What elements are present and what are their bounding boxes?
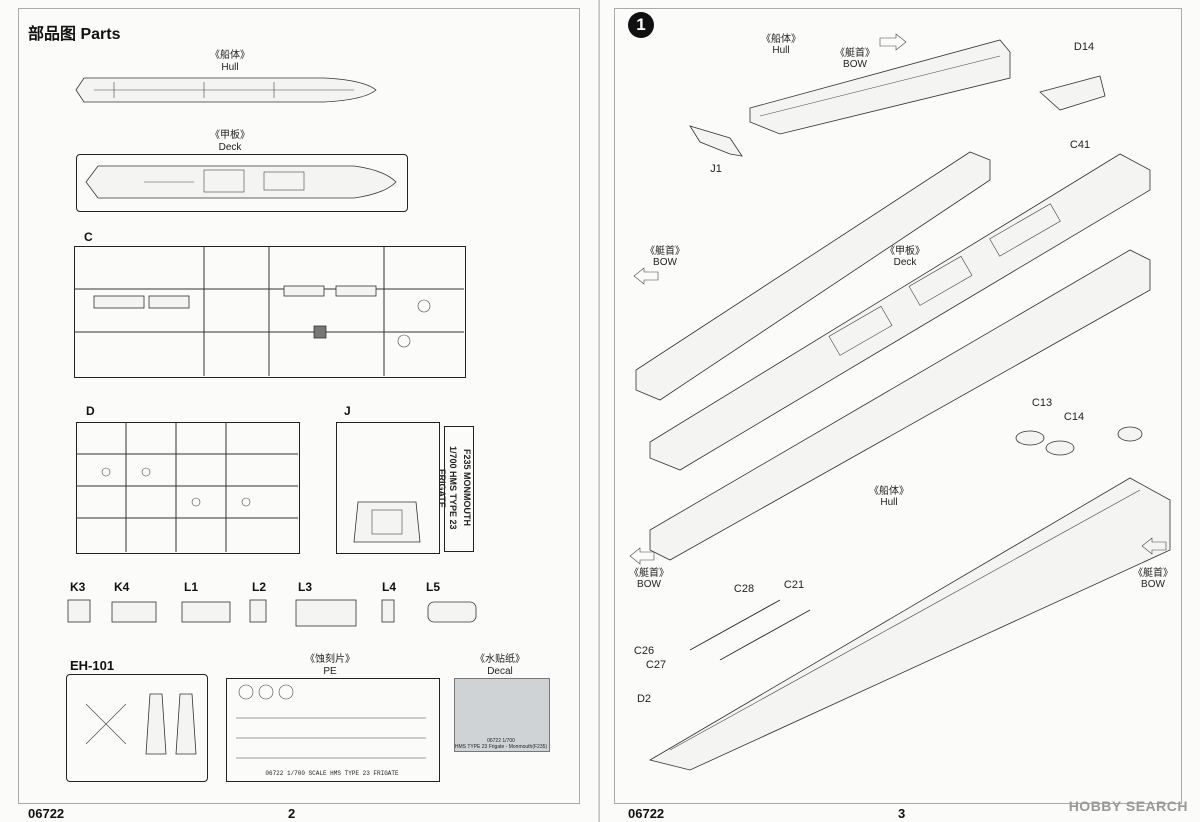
pe-fret-frame: [226, 678, 440, 782]
bow-label-cn-mid: 《艇首》: [645, 246, 685, 257]
deck-label-cn: 《甲板》: [210, 130, 250, 141]
sprue-c-frame: [74, 246, 466, 378]
part-c26-label: C26: [633, 645, 655, 657]
pe-label-cn: 《蚀刻片》: [305, 654, 355, 665]
bow-label-cn-top: 《艇首》: [835, 48, 875, 59]
small-parts-drawing: [67, 599, 477, 627]
deck-part-drawing: [85, 165, 397, 199]
deck-label-cn-right: 《甲板》: [885, 246, 925, 257]
sprue-j-drawing: [353, 501, 421, 543]
part-c14-label: C14: [1063, 411, 1085, 423]
hull-label-en-mid: Hull: [880, 497, 898, 508]
decal-caption-1: 06722 1/700: [487, 738, 515, 744]
bow-label-en-low: BOW: [637, 579, 661, 590]
deck-label-en-right: Deck: [893, 257, 917, 268]
sprue-d-frame: [76, 422, 300, 554]
product-label-line-1: 1/700 HMS TYPE 23 FRIGATE: [437, 446, 458, 530]
part-c13-label: C13: [1031, 397, 1053, 409]
eh101-sprue-frame: [66, 674, 208, 782]
hull-part-drawing: [75, 77, 377, 103]
bow-label-en-top: BOW: [843, 59, 867, 70]
part-j1-label: J1: [710, 163, 722, 175]
product-label-line-2: F235 MONMOUTH: [462, 449, 472, 527]
sprue-d-label: D: [86, 404, 95, 418]
part-l4-label: L4: [382, 580, 397, 594]
assembly-page: 1 《船体》 Hull 《艇首》 BOW D14 C41 J: [600, 0, 1200, 822]
hull-label-cn: 《船体》: [210, 50, 250, 61]
bow-label-cn-low: 《艇首》: [629, 568, 669, 579]
parts-title: 部品图 Parts: [28, 26, 121, 43]
decal-sheet: [454, 678, 550, 752]
pe-fret-drawing: [236, 684, 426, 759]
part-l3-label: L3: [298, 580, 313, 594]
page-number-right: 3: [898, 806, 906, 821]
sprue-j-frame: [336, 422, 440, 554]
parts-page: 部品图 Parts 《船体》 Hull 《甲板》 Deck C D J: [18, 8, 580, 821]
eh101-label: EH-101: [70, 658, 115, 673]
part-l5-label: L5: [426, 580, 441, 594]
part-d14-label: D14: [1073, 41, 1095, 53]
part-d2-label: D2: [636, 693, 652, 705]
bow-label-en-right: BOW: [1141, 579, 1165, 590]
sprue-d-drawing: [76, 422, 298, 552]
sprue-c-label: C: [84, 230, 93, 244]
footer-code: 06722: [28, 806, 65, 821]
hull-label-cn-mid: 《船体》: [869, 486, 909, 497]
pe-label-en: PE: [323, 666, 337, 677]
page-frame-right: [614, 8, 1182, 804]
watermark: HOBBY SEARCH: [1068, 798, 1188, 814]
step-number-badge: 1: [628, 12, 654, 38]
part-c41-label: C41: [1069, 139, 1091, 151]
decal-label-cn: 《水贴纸》: [475, 654, 525, 665]
deck-label-en: Deck: [218, 142, 242, 153]
sprue-c-drawing: [74, 246, 464, 376]
deck-sprue-frame: [76, 154, 408, 212]
page-number: 2: [288, 806, 296, 821]
sprue-j-label: J: [344, 404, 351, 418]
footer-code-right: 06722: [628, 806, 665, 821]
bow-label-en-mid: BOW: [653, 257, 677, 268]
decal-label-en: Decal: [487, 666, 513, 677]
hull-label-en: Hull: [221, 62, 239, 73]
decal-caption-2: HMS TYPE 23 Frigate - Monmouth(F235): [454, 744, 548, 750]
assembly-drawing: [629, 33, 1171, 771]
part-c28-label: C28: [733, 583, 755, 595]
page-frame: [18, 8, 580, 804]
part-k3-label: K3: [70, 580, 86, 594]
part-k4-label: K4: [114, 580, 130, 594]
part-l1-label: L1: [184, 580, 199, 594]
eh101-drawing: [85, 693, 197, 755]
product-label-frame: [444, 426, 474, 552]
hull-label-en-top: Hull: [772, 45, 790, 56]
bow-label-cn-right: 《艇首》: [1133, 568, 1173, 579]
pe-fret-caption: 06722 1/700 SCALE HMS TYPE 23 FRIGATE: [265, 770, 399, 777]
part-c27-label: C27: [645, 659, 667, 671]
part-c21-label: C21: [783, 579, 805, 591]
part-l2-label: L2: [252, 580, 267, 594]
hull-label-cn-top: 《船体》: [761, 34, 801, 45]
